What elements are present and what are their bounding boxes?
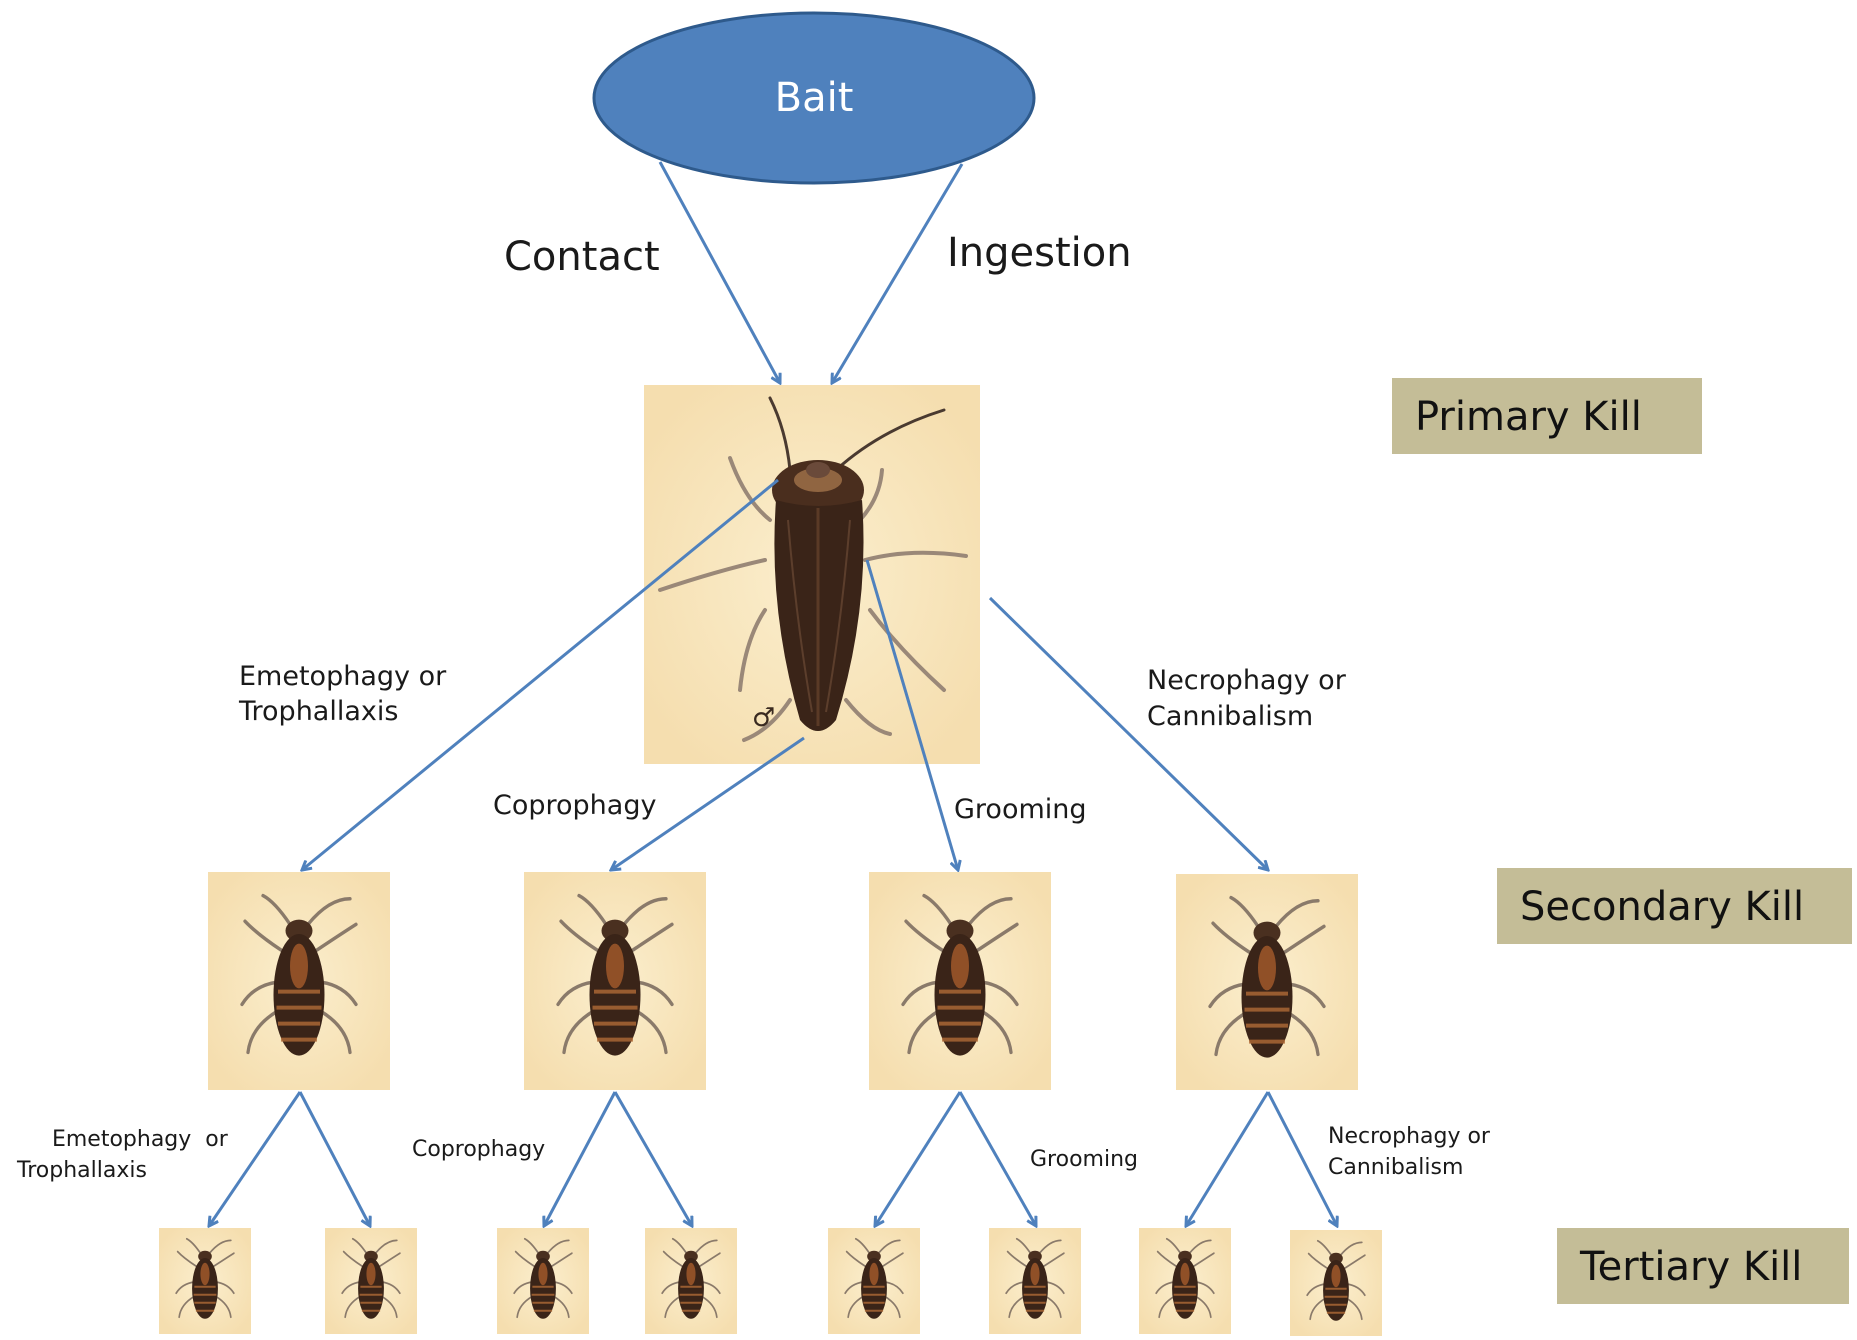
ingestion-label: Ingestion [947, 230, 1132, 276]
bait-node: Bait [594, 13, 1034, 183]
tertiary-kill-box: Tertiary Kill [1557, 1228, 1849, 1304]
grooming-label: Grooming [954, 794, 1087, 825]
tertiary-arrow [209, 1092, 300, 1226]
tertiary-arrow [875, 1092, 960, 1226]
tertiary-grooming-label: Grooming [1030, 1147, 1138, 1172]
tertiary-cockroach-photo [497, 1228, 589, 1334]
tertiary-cannibalism-label: Cannibalism [1328, 1155, 1463, 1180]
ingestion-arrow [832, 164, 962, 383]
tertiary-cockroach-photo [1139, 1228, 1231, 1334]
tertiary-arrow [615, 1092, 692, 1226]
secondary-cockroach-photo [524, 872, 706, 1090]
contact-arrow [660, 162, 780, 383]
primary-cockroach-photo: ♂ [644, 385, 980, 764]
secondary-cockroach-photo [869, 872, 1051, 1090]
contact-label: Contact [504, 234, 660, 280]
tertiary-arrow [300, 1092, 370, 1226]
tertiary-arrow [544, 1092, 615, 1226]
tertiary-arrow [1268, 1092, 1337, 1226]
tertiary-arrow [1186, 1092, 1268, 1226]
tertiary-cockroach-photo [645, 1228, 737, 1334]
tertiary-coprophagy-label: Coprophagy [412, 1137, 545, 1162]
tertiary-emetophagy-label: Emetophagy or [17, 1127, 249, 1152]
necrophagy-arrow [990, 598, 1268, 870]
secondary-cockroach-photo [208, 872, 390, 1090]
tertiary-cockroach-photo [325, 1228, 417, 1334]
tertiary-cockroach-photo [828, 1228, 920, 1334]
secondary-kill-label: Secondary Kill [1520, 884, 1804, 930]
coprophagy-label: Coprophagy [493, 790, 656, 821]
bait-label: Bait [775, 75, 854, 121]
necrophagy-label: Necrophagy or [1147, 665, 1347, 696]
tertiary-cockroach-photo [989, 1228, 1081, 1334]
secondary-kill-box: Secondary Kill [1497, 868, 1852, 944]
tertiary-kill-label: Tertiary Kill [1579, 1244, 1802, 1290]
primary-kill-box: Primary Kill [1392, 378, 1702, 454]
tertiary-arrow [960, 1092, 1036, 1226]
cannibalism-label: Cannibalism [1147, 701, 1313, 732]
trophallaxis-label: Trophallaxis [238, 696, 398, 727]
primary-kill-label: Primary Kill [1415, 394, 1642, 440]
emetophagy-label: Emetophagy or [239, 661, 447, 692]
tertiary-cockroach-photo [1290, 1230, 1382, 1336]
tertiary-necrophagy-label: Necrophagy or [1328, 1124, 1491, 1149]
secondary-cockroach-photo [1176, 874, 1358, 1090]
male-symbol: ♂ [752, 703, 775, 733]
tertiary-trophallaxis-label: Trophallaxis [16, 1158, 147, 1183]
tertiary-cockroach-photo [159, 1228, 251, 1334]
